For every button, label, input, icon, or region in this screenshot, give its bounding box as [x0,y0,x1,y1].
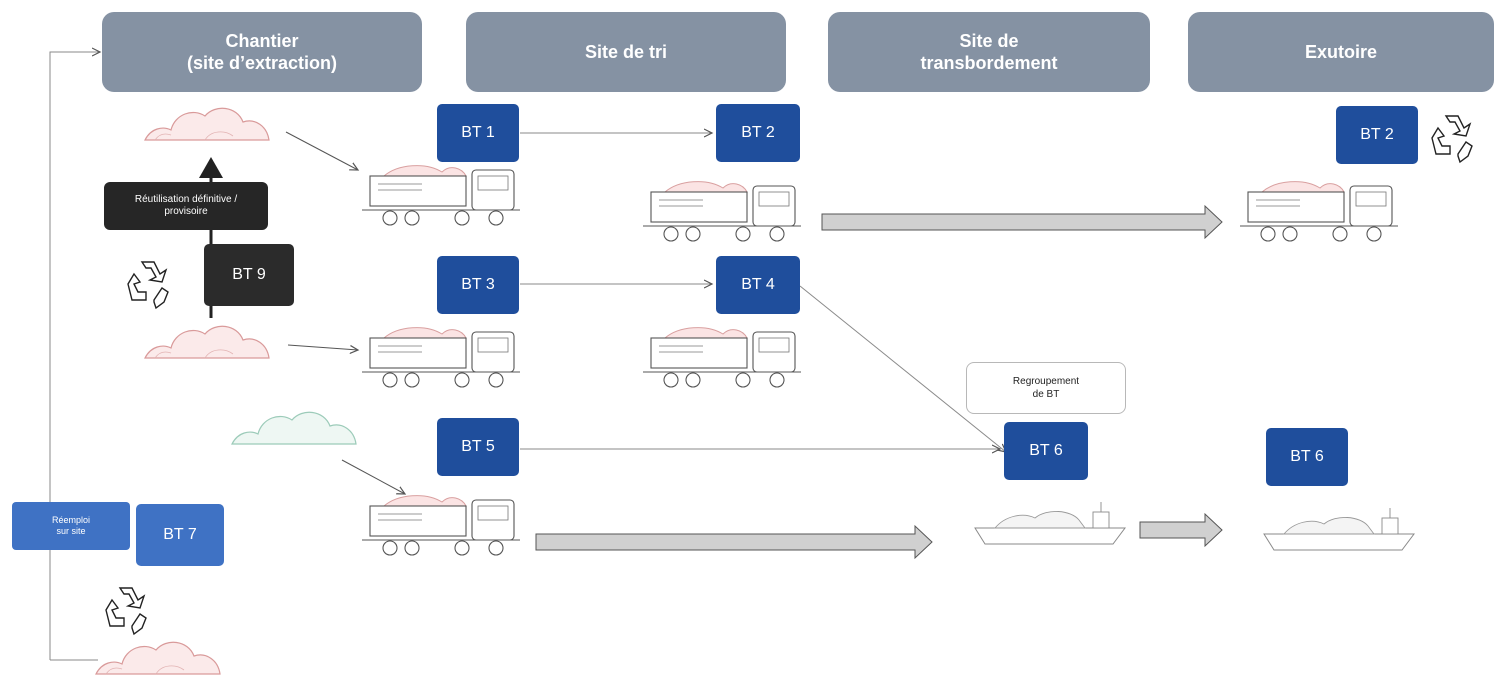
bt-box-7: BT 7 [136,504,224,566]
soil-pile-icon [144,107,270,141]
bt-box-2: BT 2 [716,104,800,162]
bt-box-5: BT 5 [437,418,519,476]
bt-box-4: BT 4 [716,256,800,314]
soil-pile-icon [144,325,270,359]
arrow-soil-to-truck [341,459,405,494]
arrow-soil-to-truck [287,344,358,350]
reemploi-loop-line [49,52,100,660]
arrow-soil-to-truck [285,131,358,170]
dump-truck-icon [361,327,521,388]
stage-header-exutoire: Exutoire [1188,12,1494,92]
recycle-icon [1431,115,1473,163]
arrow-bt4-bt6 [799,285,1006,452]
bt-box-1: BT 1 [437,104,519,162]
dump-truck-icon [361,165,521,226]
recycle-icon [127,261,169,309]
soil-pile-icon [231,411,357,445]
block-arrow-tri-transbordement [535,524,933,560]
bt-box-3: BT 3 [437,256,519,314]
dump-truck-icon [361,495,521,556]
block-arrow-tri-exutoire [821,204,1223,240]
stage-header-site-de-tri: Site de tri [466,12,786,92]
stage-header-chantier: Chantier (site d’extraction) [102,12,422,92]
barge-icon [1263,507,1415,551]
label-reemploi: Réemploi sur site [12,502,130,550]
block-arrow-transbordement-exutoire [1139,512,1223,548]
dump-truck-icon [1239,181,1399,242]
bt-box-2-exutoire: BT 2 [1336,106,1418,164]
stage-header-transbordement: Site de transbordement [828,12,1150,92]
bt-box-6-exutoire: BT 6 [1266,428,1348,486]
barge-icon [974,501,1126,545]
label-reutilisation: Réutilisation définitive / provisoire [104,182,268,230]
bt-box-6: BT 6 [1004,422,1088,480]
dump-truck-icon [642,327,802,388]
recycle-icon [105,587,147,635]
soil-pile-icon [95,641,221,675]
bt-box-9: BT 9 [204,244,294,306]
label-regroupement: Regroupement de BT [966,362,1126,414]
dump-truck-icon [642,181,802,242]
